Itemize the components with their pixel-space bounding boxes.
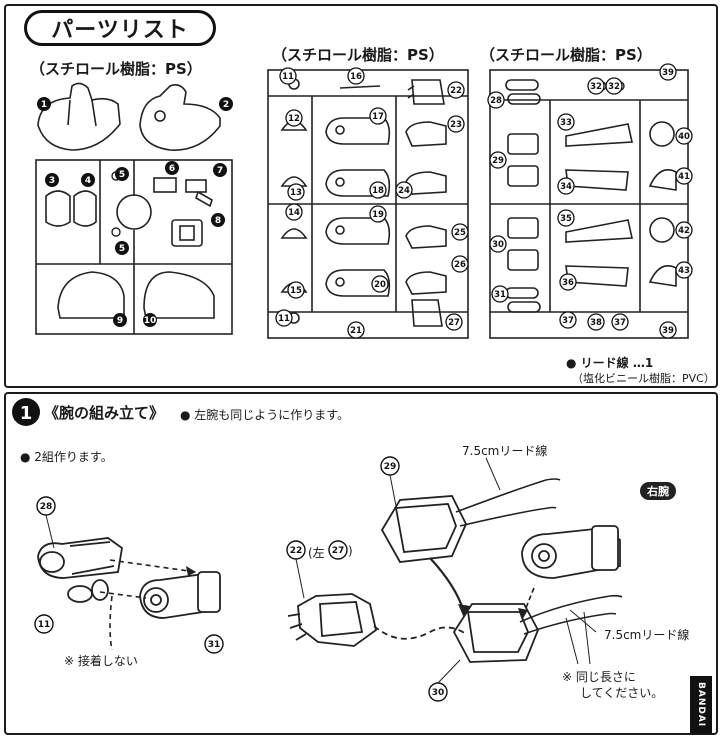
svg-text:1: 1 [20, 403, 33, 424]
pn-2: 2 [223, 100, 229, 110]
svg-text:32: 32 [590, 82, 602, 92]
sprue-b-label: （スチロール樹脂：PS） [272, 46, 444, 64]
svg-text:13: 13 [290, 188, 302, 198]
svg-text:25: 25 [454, 228, 466, 238]
no-glue-note: ※ 接着しない [64, 654, 138, 668]
svg-text:37: 37 [562, 316, 574, 326]
sprue-a-label: （スチロール樹脂：PS） [30, 60, 202, 78]
svg-text:21: 21 [350, 326, 362, 336]
pn-10: 10 [144, 316, 157, 326]
step-title: 《腕の組み立て》 [44, 404, 165, 422]
svg-text:17: 17 [372, 112, 384, 122]
svg-text:35: 35 [560, 214, 572, 224]
svg-text:39: 39 [662, 68, 674, 78]
svg-text:24: 24 [398, 186, 410, 196]
pn-7: 7 [217, 166, 223, 176]
svg-text:14: 14 [288, 208, 300, 218]
badge-27-label: 27 [332, 546, 345, 556]
bandai-logo: BANDAI [690, 676, 712, 734]
same-length-note-line1: ※ 同じ長さに [562, 670, 636, 684]
badge-30-label: 30 [432, 688, 445, 698]
svg-text:11: 11 [282, 72, 294, 82]
same-length-note-line2: してください。 [580, 686, 664, 700]
svg-text:32: 32 [608, 82, 620, 92]
svg-text:30: 30 [492, 240, 504, 250]
pn-1: 1 [41, 100, 47, 110]
wire-label-top: 7.5cmリード線 [462, 444, 548, 458]
svg-text:11: 11 [278, 314, 290, 324]
two-sets-note: ● 2組作ります。 [20, 450, 113, 464]
badge-11-label: 11 [38, 620, 51, 630]
badge-22-label: 22 [290, 546, 303, 556]
lead-wire-material: （塩化ビニール樹脂：PVC） [572, 372, 715, 385]
right-arm-badge: 右腕 [640, 482, 676, 500]
svg-text:20: 20 [374, 280, 386, 290]
left-arm-note: ● 左腕も同じように作ります。 [180, 408, 350, 422]
pn-4: 4 [85, 176, 91, 186]
svg-text:28: 28 [490, 96, 502, 106]
left-27-label-close: ) [348, 544, 353, 558]
svg-text:19: 19 [372, 210, 384, 220]
svg-text:36: 36 [562, 278, 574, 288]
svg-text:12: 12 [288, 114, 300, 124]
parts-list-title: パーツリスト [24, 10, 216, 46]
svg-text:43: 43 [678, 266, 690, 276]
svg-text:16: 16 [350, 72, 362, 82]
svg-text:22: 22 [450, 86, 462, 96]
part-22-shape [297, 593, 378, 647]
badge-28-label: 28 [40, 502, 53, 512]
svg-text:40: 40 [678, 132, 690, 142]
svg-text:18: 18 [372, 186, 384, 196]
pn-9: 9 [117, 316, 123, 326]
wire-label-right: 7.5cmリード線 [604, 628, 690, 642]
pn-3: 3 [49, 176, 55, 186]
svg-text:34: 34 [560, 182, 572, 192]
sprue-c-label: （スチロール樹脂：PS） [480, 46, 652, 64]
lead-wire-label: ● リード線 …1 [566, 356, 654, 370]
svg-text:29: 29 [492, 156, 504, 166]
svg-text:15: 15 [290, 286, 302, 296]
badge-29-label: 29 [384, 462, 397, 472]
svg-text:33: 33 [560, 118, 572, 128]
pn-8: 8 [215, 216, 221, 226]
left-27-label-open: (左 [308, 546, 325, 560]
badge-1 [37, 97, 51, 111]
svg-text:23: 23 [450, 120, 462, 130]
badge-2 [219, 97, 233, 111]
svg-text:39: 39 [662, 326, 674, 336]
pn-5a: 5 [119, 170, 125, 180]
svg-text:26: 26 [454, 260, 466, 270]
svg-text:41: 41 [678, 172, 690, 182]
svg-text:37: 37 [614, 318, 626, 328]
badge-31-label: 31 [208, 640, 221, 650]
svg-text:31: 31 [494, 290, 506, 300]
svg-text:38: 38 [590, 318, 602, 328]
svg-text:27: 27 [448, 318, 460, 328]
part-2-shape [139, 84, 221, 151]
part-1-shape [37, 82, 121, 151]
pn-5b: 5 [119, 244, 125, 254]
svg-text:42: 42 [678, 226, 690, 236]
pn-6: 6 [169, 164, 175, 174]
